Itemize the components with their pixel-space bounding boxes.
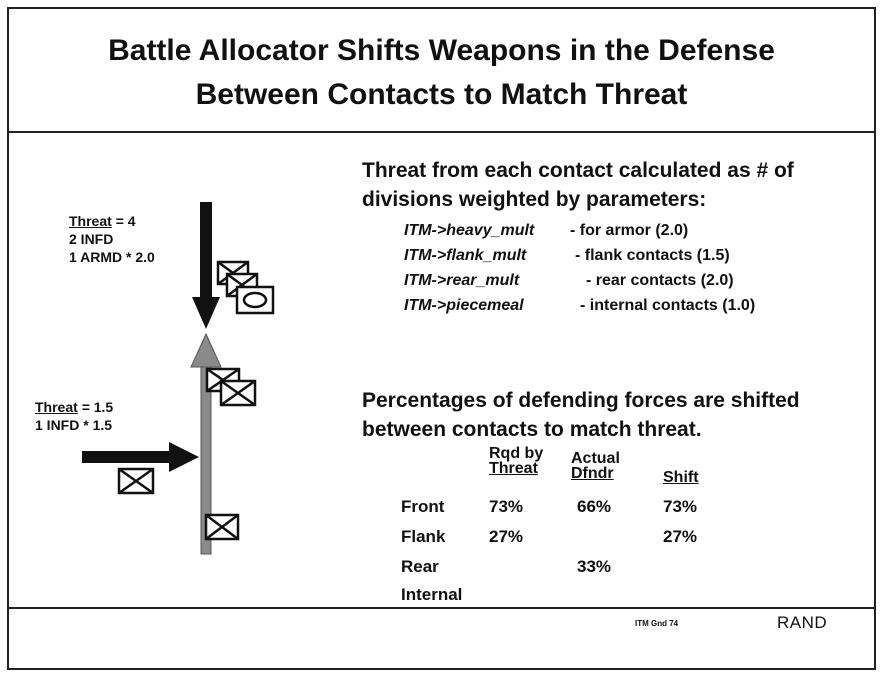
friendly-arrow — [190, 332, 222, 555]
col-header-rqd-line2: Threat — [489, 460, 538, 477]
percentages-line1: Percentages of defending forces are shif… — [362, 389, 800, 412]
row-label-rear: Rear — [401, 557, 439, 576]
slide-title: Battle Allocator Shifts Weapons in the D… — [9, 29, 874, 117]
flank-threat-line2: 1 INFD * 1.5 — [35, 417, 113, 433]
flank-enemy-unit — [117, 467, 155, 495]
front-threat-word: Threat — [69, 213, 112, 229]
cell-flank-shift: 27% — [663, 527, 698, 546]
param-name: ITM->heavy_mult — [404, 222, 535, 239]
param-row: ITM->heavy_mult — [404, 222, 534, 240]
col-header-actual-line1: Actual — [571, 450, 620, 467]
front-threat-arrow — [192, 202, 220, 329]
col-header-shift: Shift — [663, 469, 699, 486]
param-name: ITM->flank_mult — [404, 247, 527, 264]
col-header-rqd: Rqd by Threat — [489, 445, 544, 477]
param-row: ITM->flank_mult — [404, 247, 526, 265]
percentages-heading: Percentages of defending forces are shif… — [362, 386, 800, 444]
rear-friendly-unit — [204, 513, 240, 541]
param-name: ITM->piecemeal — [404, 297, 524, 314]
param-desc: - flank contacts (1.5) — [575, 247, 730, 264]
flank-threat-arrow — [82, 442, 199, 472]
percentages-line2: between contacts to match threat. — [362, 418, 702, 441]
cell-front-actual: 66% — [577, 497, 612, 516]
param-desc: - rear contacts (2.0) — [586, 272, 734, 289]
flank-threat-word: Threat — [35, 399, 78, 415]
param-desc: - internal contacts (1.0) — [580, 297, 756, 314]
cell-rear-actual: 33% — [577, 557, 612, 576]
force-diagram — [82, 202, 275, 555]
col-header-actual-line2: Dfndr — [571, 465, 614, 482]
row-label-flank: Flank — [401, 527, 446, 546]
col-header-actual: Actual Dfndr — [571, 450, 620, 482]
slide-frame: Battle Allocator Shifts Weapons in the D… — [7, 7, 876, 670]
flank-threat-label: Threat = 1.5 1 INFD * 1.5 — [35, 398, 113, 434]
title-divider — [9, 131, 874, 133]
cell-front-rqd: 73% — [489, 497, 524, 516]
flank-threat-value: = 1.5 — [81, 399, 114, 415]
front-threat-line3: 1 ARMD * 2.0 — [69, 249, 155, 265]
param-row: ITM->piecemeal — [404, 297, 524, 315]
param-name: ITM->rear_mult — [404, 272, 520, 289]
title-line-1: Battle Allocator Shifts Weapons in the D… — [108, 34, 775, 67]
front-threat-line2: 2 INFD — [69, 231, 114, 247]
row-label-internal: Internal — [401, 585, 463, 604]
friendly-units — [205, 367, 257, 407]
threat-calc-heading: Threat from each contact calculated as #… — [362, 156, 794, 214]
front-threat-value: = 4 — [115, 213, 136, 229]
col-header-rqd-line1: Rqd by — [489, 445, 544, 462]
param-desc: - for armor (2.0) — [570, 222, 689, 239]
threat-calc-line2: divisions weighted by parameters: — [362, 188, 707, 211]
front-enemy-units — [216, 260, 275, 315]
title-line-2: Between Contacts to Match Threat — [195, 78, 688, 111]
front-threat-label: Threat = 4 2 INFD 1 ARMD * 2.0 — [69, 212, 155, 266]
rand-logo: RAND — [777, 613, 828, 632]
row-label-front: Front — [401, 497, 445, 516]
param-row: ITM->rear_mult — [404, 272, 519, 290]
threat-calc-line1: Threat from each contact calculated as #… — [362, 159, 794, 182]
footer-divider — [9, 607, 874, 609]
footer-code: ITM Gnd 74 — [635, 619, 679, 628]
cell-front-shift: 73% — [663, 497, 698, 516]
cell-flank-rqd: 27% — [489, 527, 524, 546]
